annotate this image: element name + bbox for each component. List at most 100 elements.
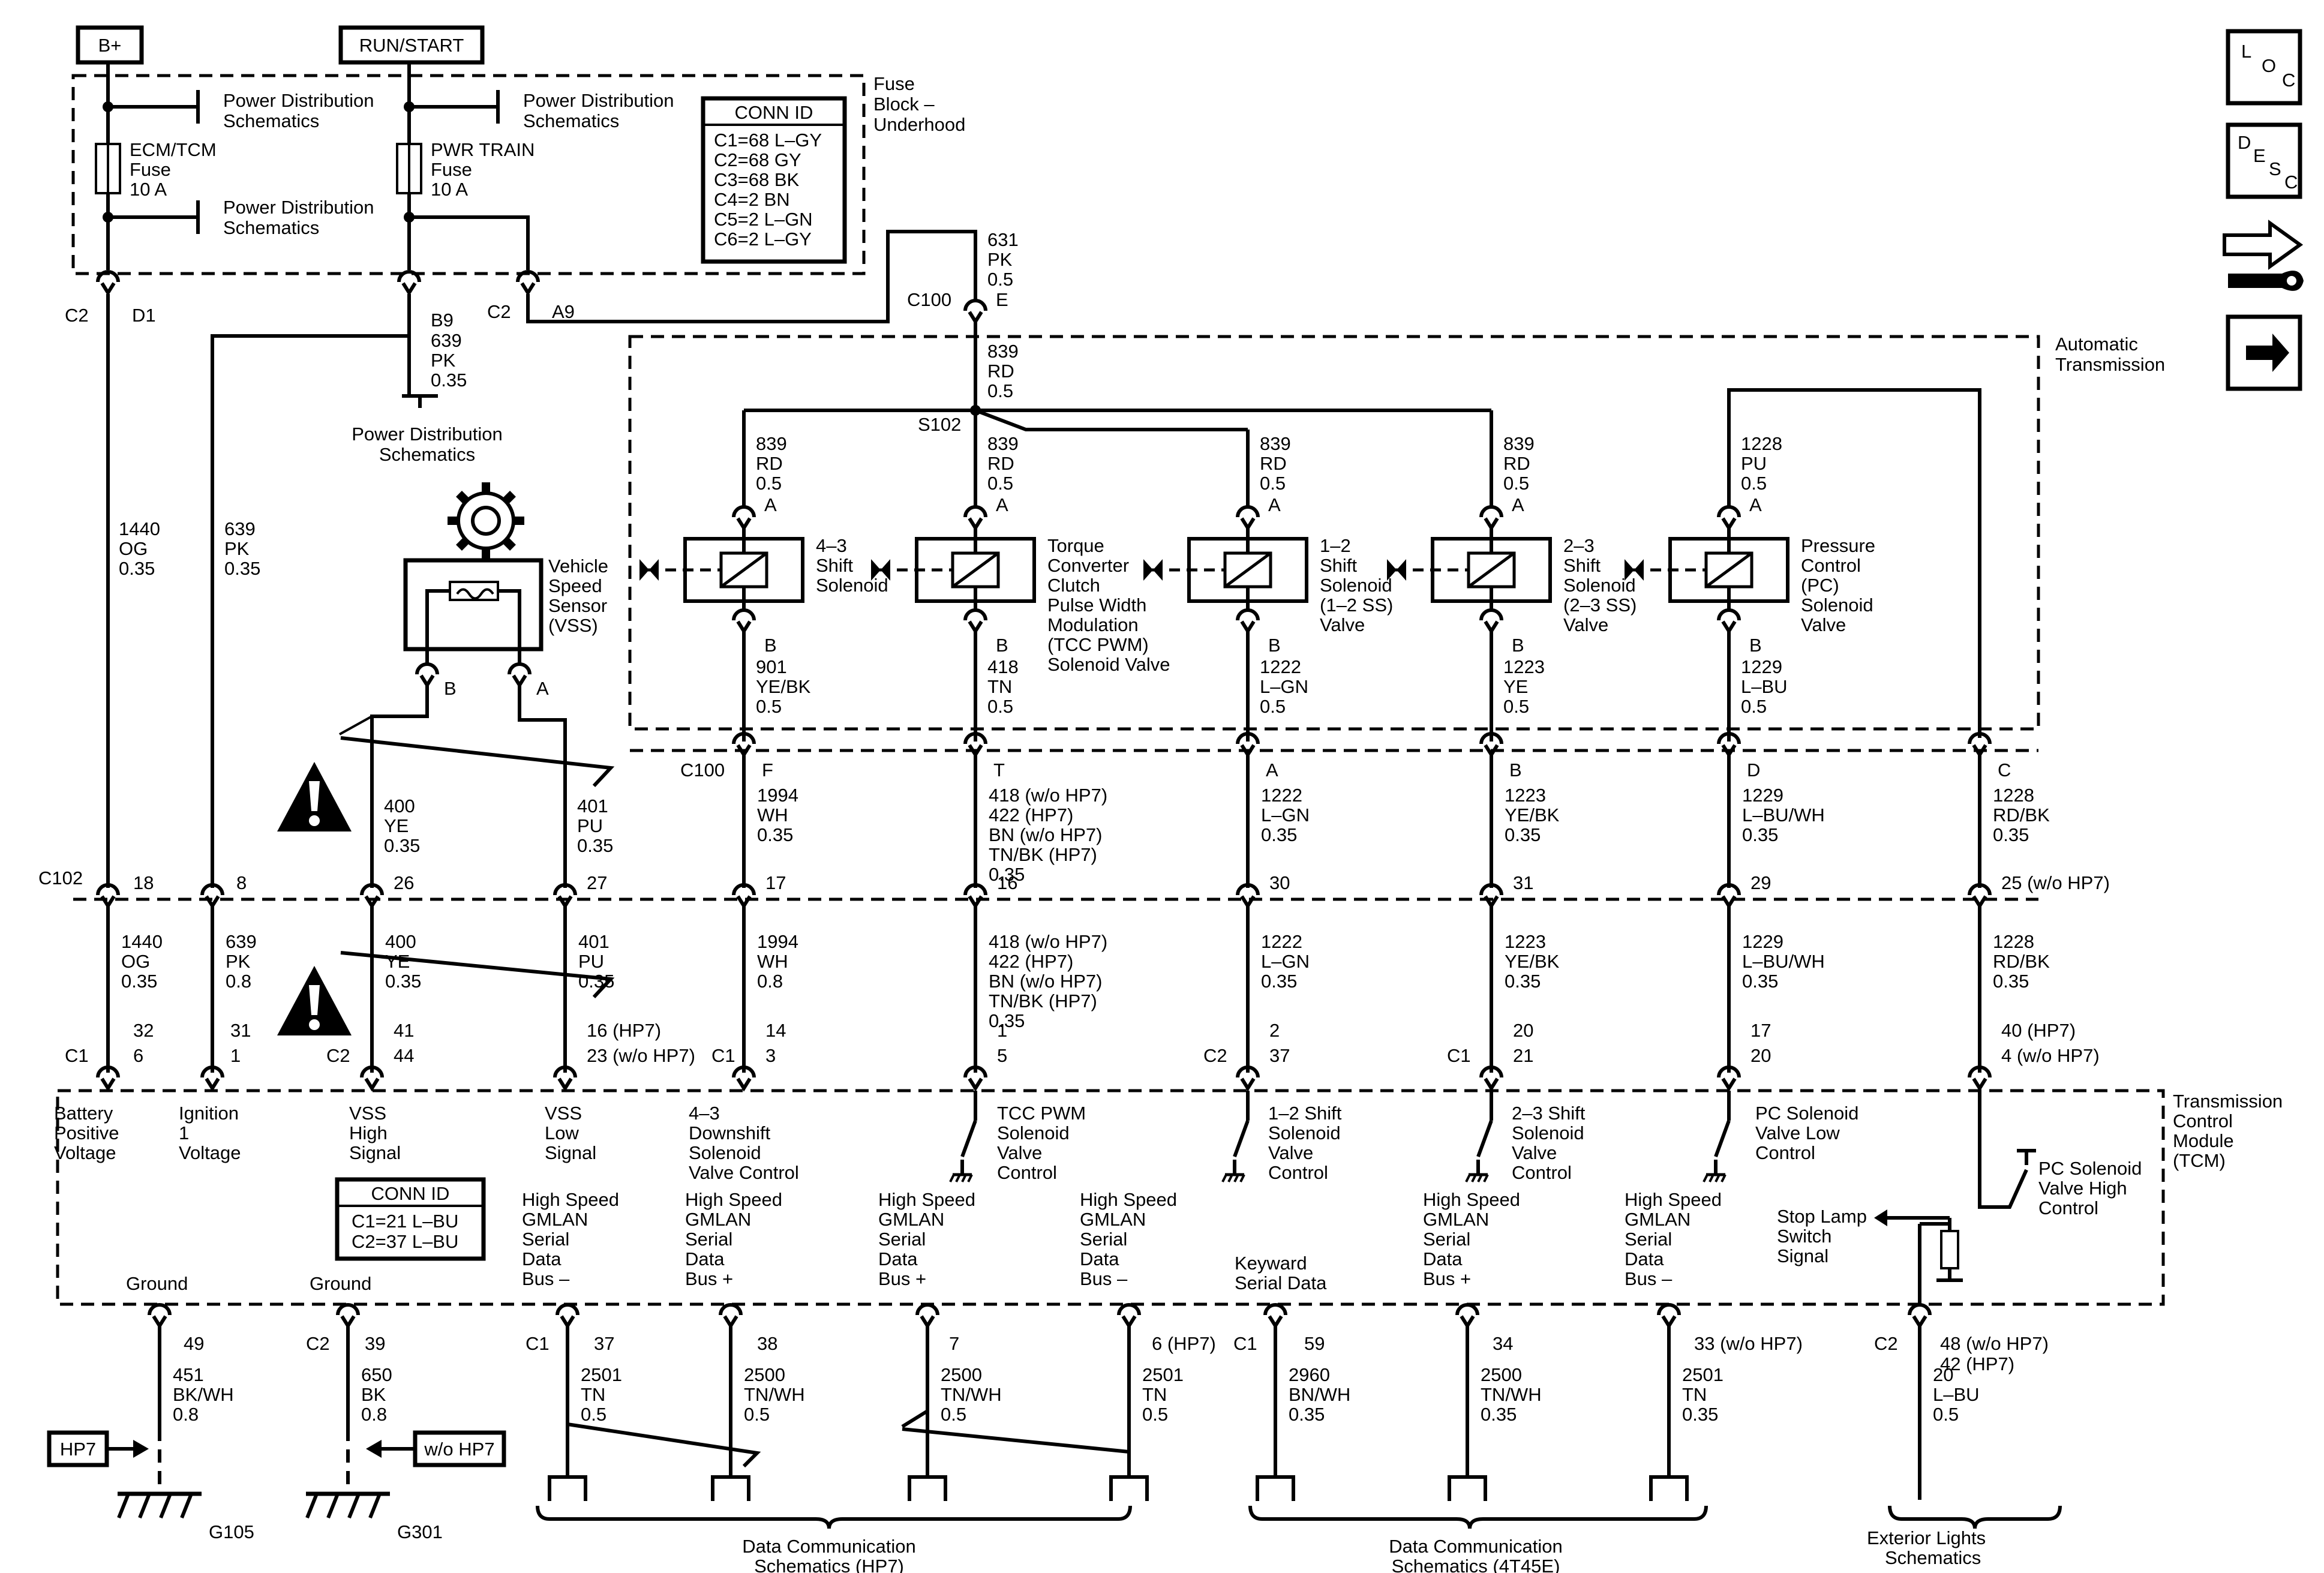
c100-pin-T: T: [993, 760, 1005, 781]
bottom-conn-c1-b: C1: [1233, 1333, 1257, 1354]
c102-pin-2: 26: [394, 872, 414, 893]
c102-label: C102: [38, 867, 83, 888]
desc-letter-e: E: [2253, 145, 2266, 166]
bottom-pin-9: 48 (w/o HP7): [1940, 1333, 2049, 1354]
twisted-pair-mark: [339, 715, 373, 736]
pds-stub-3: [409, 90, 500, 124]
fuse-pin-d1: D1: [132, 305, 156, 326]
loc-icon[interactable]: [2226, 29, 2302, 106]
tcm-pin-a-2: 41: [394, 1020, 414, 1041]
s102-label: S102: [918, 414, 961, 435]
desc-icon[interactable]: [2226, 122, 2302, 199]
tcm-pin-b-2: 44: [394, 1045, 414, 1066]
runstart-label: RUN/START: [359, 35, 464, 56]
twisted-pair-line-lower: [340, 951, 615, 999]
c102-pin-7: 31: [1513, 872, 1533, 893]
tcm-pin-b-3: 23 (w/o HP7): [587, 1045, 695, 1066]
desc-nav-button[interactable]: D E S C: [2226, 122, 2302, 199]
bottom-pin-6: 59: [1304, 1333, 1325, 1354]
vss-pin-a: A: [536, 678, 549, 699]
desc-letter-d: D: [2238, 132, 2251, 153]
stop-lamp-resistor: [1940, 1230, 1959, 1269]
solenoid-5-pin-a: A: [1749, 494, 1762, 515]
solenoid-1-pin-b: B: [764, 635, 777, 656]
tcm-conn-c1-c: C1: [1447, 1045, 1471, 1066]
mid-wire-label-5: 418 (w/o HP7)422 (HP7)BN (w/o HP7)TN/BK …: [989, 785, 1107, 885]
fuse-block-conn-id-title: CONN ID: [735, 102, 813, 123]
twisted-pair-line-upper: [340, 736, 615, 788]
tcm-pin-a-3: 16 (HP7): [587, 1020, 661, 1041]
next-page-button[interactable]: [2226, 314, 2302, 391]
tcm-pin-a-1: 31: [230, 1020, 251, 1041]
tcm-pin-a-8: 17: [1750, 1020, 1771, 1041]
fuse-conn-c2: C2: [65, 305, 89, 326]
tcm-pin-b-6: 37: [1269, 1045, 1290, 1066]
tcm-pin-a-6: 2: [1269, 1020, 1280, 1041]
c102-pin-0: 18: [133, 872, 154, 893]
tcm-ground-1: Ground: [126, 1273, 188, 1294]
vss-internal-wires: [425, 589, 521, 666]
tcm-conn-c1-b: C1: [711, 1045, 735, 1066]
right-arrow-icon: [2246, 334, 2289, 372]
tcm-ground-2: Ground: [310, 1273, 371, 1294]
dcs-4t45e-brace: [1248, 1505, 1708, 1529]
tcm-pin-b-9: 4 (w/o HP7): [2001, 1045, 2100, 1066]
repair-wrench-icon[interactable]: [2223, 220, 2304, 291]
tcm-conn-c1-a: C1: [65, 1045, 89, 1066]
bottom-pin-10: 42 (HP7): [1940, 1353, 2014, 1374]
pds-stub-2: [108, 200, 200, 234]
wire-1228-pu: [1727, 388, 1981, 738]
tcm-conn-c2-b: C2: [1203, 1045, 1227, 1066]
loc-nav-button[interactable]: L O C: [2226, 29, 2302, 106]
bottom-pin-7: 34: [1493, 1333, 1513, 1354]
c100-top-pin: E: [996, 289, 1008, 310]
tcm-pin-a-0: 32: [133, 1020, 154, 1041]
hp7-tag: HP7: [60, 1439, 96, 1460]
c102-pin-3: 27: [587, 872, 607, 893]
tcm-conn-c2-a: C2: [326, 1045, 350, 1066]
solenoid-2-pin-a: A: [996, 494, 1008, 515]
ground-g301: G301: [397, 1521, 443, 1542]
wohp7-arrow: [366, 1440, 382, 1458]
tcm-pin-a-5: 1: [997, 1020, 1007, 1041]
tcm-pin-b-0: 6: [133, 1045, 143, 1066]
solenoid-3-pin-a: A: [1268, 494, 1281, 515]
tcm-pin-b-4: 3: [765, 1045, 776, 1066]
c102-pin-6: 30: [1269, 872, 1290, 893]
